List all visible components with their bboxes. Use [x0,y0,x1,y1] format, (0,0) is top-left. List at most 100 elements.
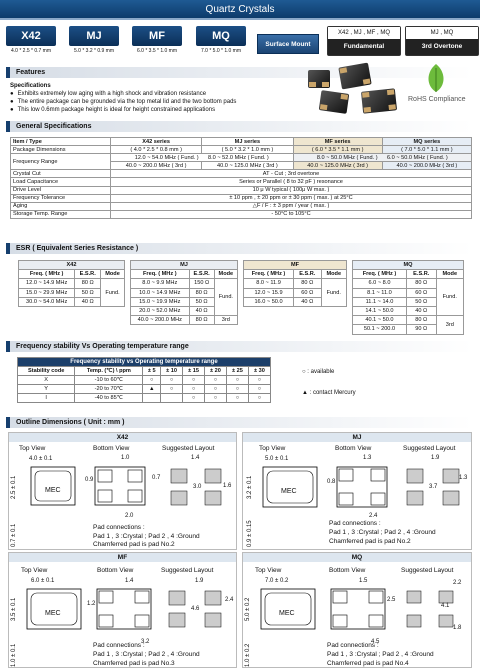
pad-title: Pad connections : [329,520,381,527]
dim-height: 3.5 ± 0.1 [11,597,17,621]
dim-pad-pitch: 2.4 [369,513,378,519]
pad-note: Chamferred pad is pad No.2 [329,538,411,545]
fundamental-label: Fundamental [328,39,400,55]
cell: 30.0 ~ 54.0 MHz [17,296,76,307]
row-label: Aging [10,201,111,211]
panel-title: MQ [243,553,471,562]
row-label: Crystal Cut [10,169,111,179]
cell: 80 Ω [405,278,437,289]
stability-heading: Frequency stability Vs Operating tempera… [6,341,473,352]
layout-drawing [406,590,454,628]
top-view-label: Top View [255,567,282,574]
model-size: 4.0 * 2.5 * 0.7 mm [10,48,52,54]
outline-panel-mq: MQ Top View Bottom View Suggested Layout… [242,552,472,668]
pad-detail: Pad 1 , 3 :Crystal ; Pad 2 , 4 :Ground [93,651,200,658]
dim-pad-pitch: 3.2 [141,639,150,645]
col-header: E.S.R. [188,269,215,280]
layout-drawing [168,590,222,628]
dim-pad-height: 0.9 [85,477,94,483]
pad-detail: Pad 1 , 3 :Crystal ; Pad 2 , 4 :Ground [93,533,200,540]
surface-mount-badge: Surface Mount [257,34,319,54]
mode-cell: 3rd [213,315,239,326]
cell: 40 Ω [74,296,102,307]
model-name: MJ [69,26,119,46]
cell: ○ [247,375,272,385]
cell: 50.1 ~ 200.0 [352,324,407,335]
pad-note: Chamferred pad is pad No.3 [93,660,175,667]
cell: 50 Ω [74,287,102,298]
dim-height: 3.2 ± 0.1 [247,475,253,499]
cell: ○ [247,393,272,403]
col-header: Mode [100,269,125,280]
cell: 40.0 ~ 200.0 MHz ( 3rd ) [109,161,203,171]
stability-table-title: Frequency stability vs Operating tempera… [17,357,271,367]
esr-table-mj: MJ Freq. ( MHz )E.S.R.Mode 8.0 ~ 9.9 MHz… [130,259,239,326]
crystal-photo [308,70,330,88]
dim-layout-pad: 1.9 [431,455,440,461]
cell: 40.0 ~ 200.0 MHz ( 3rd ) [381,161,473,171]
dim-thickness: 1.0 ± 0.1 [11,643,17,667]
dim-pad-width: 1.5 [359,578,368,584]
cell [160,393,184,403]
col-header: ± 25 [225,366,249,376]
top-view-drawing [26,588,82,630]
top-view-label: Top View [19,445,46,452]
table-header: Item / Type [10,136,111,147]
dim-thickness: 0.7 ± 0.1 [11,523,17,547]
outline-heading: Outline Dimensions ( Unit : mm ) [6,417,473,428]
top-view-mark: MEC [45,487,61,494]
esr-heading: ESR ( Equivalent Series Resistance ) [6,243,473,254]
cell: Y [16,384,76,394]
top-view-label: Top View [259,445,286,452]
cell: ○ [225,393,249,403]
cell: ○ [160,384,184,394]
cell: ( 5.0 * 3.2 * 1.0 mm ) [201,145,294,155]
cell: 80 Ω [405,315,437,326]
top-view-mark: MEC [281,488,297,495]
mode-cell: Fund. [213,278,239,317]
cell: Series or Parallel ( 8 to 32 pF ) resona… [110,177,472,187]
features-list: Specifications Exhibits extremely low ag… [10,82,300,114]
legend-available: ○ : available [302,369,335,375]
table-header: MQ series [381,136,473,147]
cell: 60 Ω [405,287,437,298]
cell: 80 Ω [188,287,215,298]
pad-connections: Pad connections :Pad 1 , 3 :Crystal ; Pa… [329,519,436,546]
dim-layout-span: 3.0 [193,484,202,490]
cell: I [16,393,76,403]
model-size: 7.0 * 5.0 * 1.0 mm [200,48,242,54]
panel-title: MJ [243,433,471,442]
cell: 40.1 ~ 50.0 [352,315,407,326]
bottom-view-drawing [330,588,386,630]
col-header: Freq. ( MHz ) [130,269,190,280]
cell: 40 Ω [405,305,437,317]
cell: 80 Ω [293,278,322,289]
pad-connections: Pad connections :Pad 1 , 3 :Crystal ; Pa… [93,641,200,668]
cell: 8.0 ~ 11.9 [242,278,295,289]
top-view-drawing [262,466,318,508]
cell: 6.0 ~ 8.0 [352,278,407,289]
top-view-mark: MEC [279,610,295,617]
overtone-models: MJ , MQ [406,27,478,39]
cell: 50 Ω [188,296,215,307]
feature-item: The entire package can be grounded via t… [10,98,300,106]
dim-height: 2.5 ± 0.1 [11,475,17,499]
feature-item: Exhibits extremely low aging with a high… [10,90,300,98]
top-view-drawing [30,466,76,506]
table-header: MF series [292,136,383,147]
crystal-photo [338,62,372,90]
cell: ▲ [142,384,162,394]
general-spec-table: Item / Type X42 series MJ series MF seri… [10,136,473,219]
cell-value: 8.0 ~ 52.0 MHz ( Fund. ) [208,154,269,161]
cell: ○ [204,393,227,403]
esr-model: MJ [130,259,238,271]
esr-model: MF [243,259,347,271]
col-header: E.S.R. [74,269,102,280]
dim-width: 4.0 ± 0.1 [29,456,53,462]
cell: ○ [247,384,272,394]
